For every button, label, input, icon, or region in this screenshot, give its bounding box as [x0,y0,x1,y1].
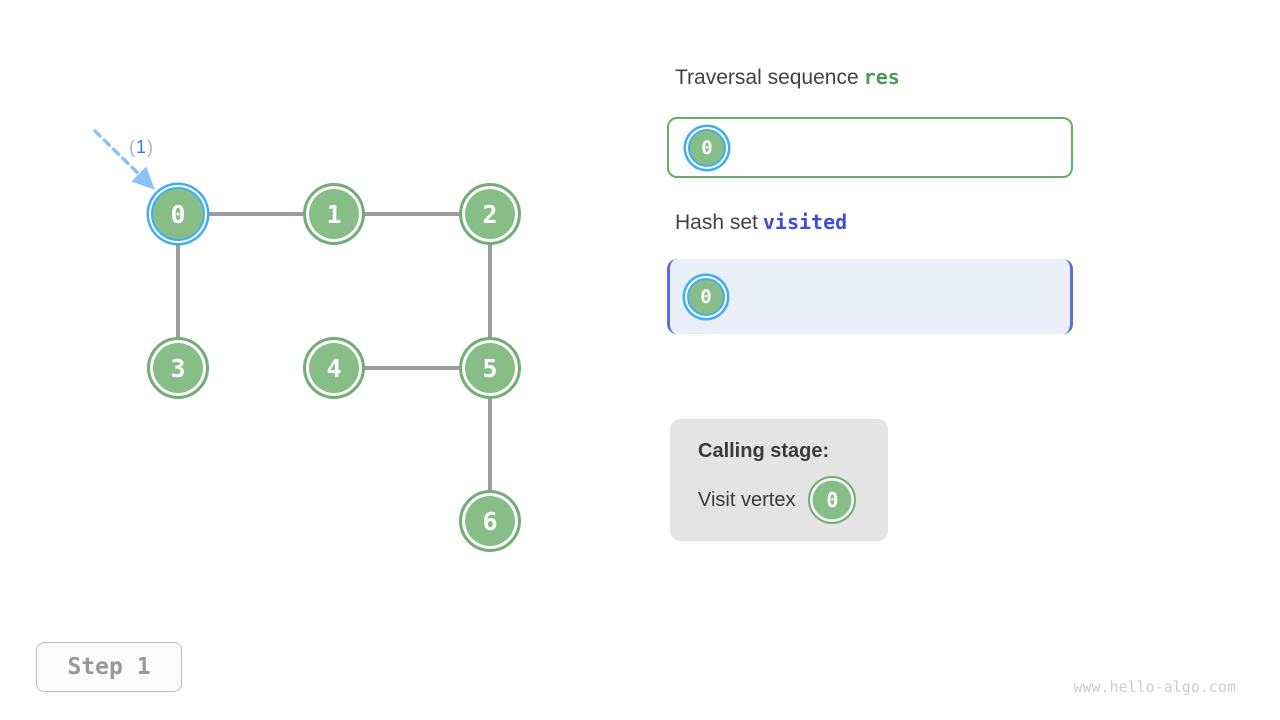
calling-stage-row: Visit vertex 0 [698,476,888,524]
visited-box: 0 [667,259,1073,334]
step-annotation: (1) [129,137,154,158]
res-title-text: Traversal sequence [675,66,859,89]
annotation-open-paren: ( [129,137,136,157]
res-box: 0 [667,117,1073,178]
graph-edge-1-2 [334,212,490,216]
graph-node-3: 3 [147,337,209,399]
traversal-arrow-icon [93,129,155,190]
calling-vertex-node: 0 [808,476,857,524]
graph-node-4: 4 [303,337,365,399]
visited-title-text: Hash set [675,211,758,234]
step-indicator: Step 1 [36,642,182,692]
annotation-number: 1 [136,137,148,157]
res-code-label: res [863,65,900,89]
annotation-close-paren: ) [147,137,155,157]
watermark: www.hello-algo.com [1073,678,1236,696]
visited-item-node: 0 [687,277,725,316]
calling-action-text: Visit vertex [698,488,796,511]
graph-node-2: 2 [459,183,521,245]
calling-stage-title: Calling stage: [698,440,830,462]
visited-code-label: visited [762,210,848,234]
calling-stage-box: Calling stage: Visit vertex 0 [670,419,888,541]
graph-edge-0-1 [178,212,334,216]
graph-node-6: 6 [459,490,521,552]
graph-node-5: 5 [459,337,521,399]
graph-edge-4-5 [334,366,490,370]
graph-node-1: 1 [303,183,365,245]
res-item-node: 0 [688,128,726,167]
graph-node-0: 0 [151,187,205,241]
